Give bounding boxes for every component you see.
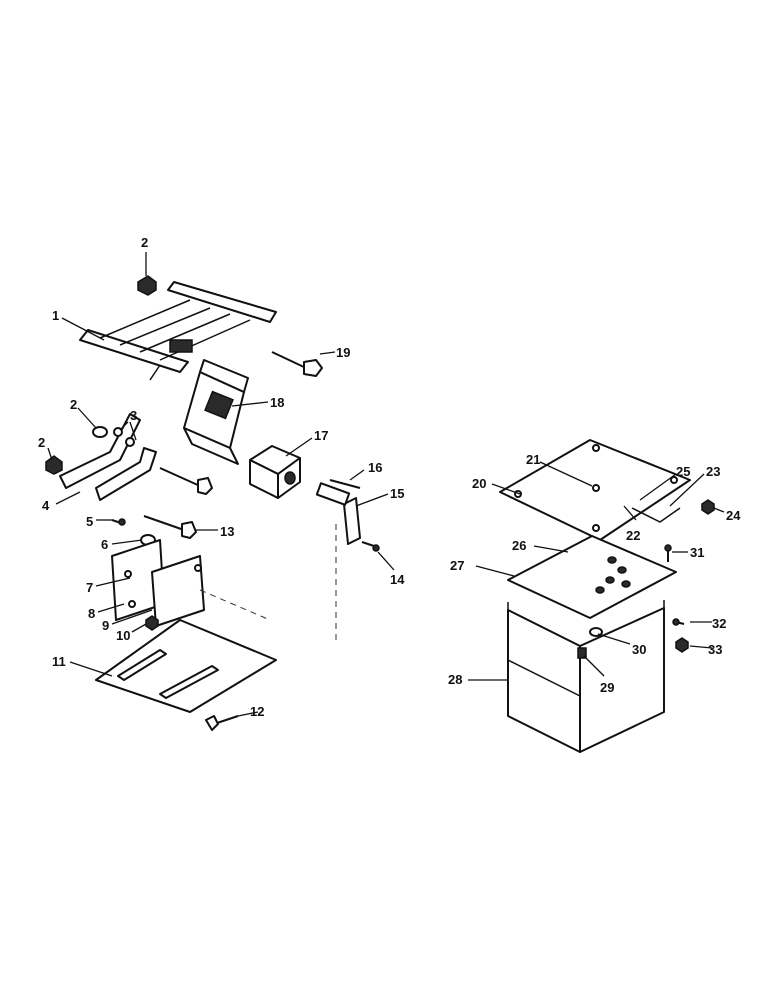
part-7-mounting-plate: [111, 539, 205, 627]
part-32-bolt: [672, 618, 685, 626]
part-5-small-bolt: [111, 518, 126, 526]
callout-28: 28: [448, 672, 462, 687]
callout-32: 32: [712, 616, 726, 631]
part-14-bolt: [361, 541, 380, 552]
callout-1: 1: [52, 308, 59, 323]
part-27-middle-plate: [507, 535, 677, 619]
callout-24: 24: [726, 508, 741, 523]
callout-11: 11: [52, 654, 66, 669]
callout-15: 15: [390, 486, 404, 501]
callout-22: 22: [626, 528, 640, 543]
callout-26: 26: [512, 538, 526, 553]
callout-7: 7: [86, 580, 93, 595]
callout-33: 33: [708, 642, 722, 657]
callout-5: 5: [86, 514, 93, 529]
callout-16: 16: [368, 460, 382, 475]
part-24-nut: [701, 499, 715, 515]
part-33-nut: [675, 637, 689, 653]
leader-lines: [47, 252, 725, 717]
callout-8: 8: [88, 606, 95, 621]
callout-2-top: 2: [141, 235, 148, 250]
callout-30: 30: [632, 642, 646, 657]
part-13-bolt: [143, 467, 213, 539]
callout-2-left: 2: [38, 435, 45, 450]
callout-4: 4: [42, 498, 50, 513]
part-18-bracket: [183, 359, 249, 465]
part-28-box: [507, 600, 665, 753]
part-1-seat-frame: [79, 281, 277, 381]
part-15-bracket: [315, 482, 361, 545]
part-23-handle: [631, 507, 681, 523]
part-2-washer: [92, 426, 108, 438]
callout-23: 23: [706, 464, 720, 479]
callout-20: 20: [472, 476, 486, 491]
callout-31: 31: [690, 545, 704, 560]
part-19-bolt: [271, 351, 323, 377]
callout-6: 6: [101, 537, 108, 552]
callout-27: 27: [450, 558, 464, 573]
callout-19: 19: [336, 345, 350, 360]
callout-2-mid: 2: [70, 397, 77, 412]
part-17-bushing: [249, 445, 301, 499]
callout-14: 14: [390, 572, 405, 587]
part-31-bolt: [664, 544, 672, 562]
callout-10: 10: [116, 628, 130, 643]
callout-25: 25: [676, 464, 690, 479]
callout-29: 29: [600, 680, 614, 695]
callout-18: 18: [270, 395, 284, 410]
callout-17: 17: [314, 428, 328, 443]
part-11-base-plate: [95, 619, 277, 713]
callout-9: 9: [102, 618, 109, 633]
part-16-pin: [329, 479, 361, 489]
callout-21: 21: [526, 452, 540, 467]
part-10-nut: [145, 615, 159, 631]
callout-13: 13: [220, 524, 234, 539]
callout-labels: 2 1 19 2 3 2 4 5 6 13 7 8 9 10 11 18 17 …: [38, 235, 741, 719]
callout-3: 3: [130, 408, 137, 423]
part-2-nut-left: [45, 455, 63, 475]
part-4-side-bracket: [59, 413, 157, 501]
part-12-bolt: [205, 715, 239, 731]
callout-12: 12: [250, 704, 264, 719]
part-2-nut-top: [137, 275, 157, 296]
